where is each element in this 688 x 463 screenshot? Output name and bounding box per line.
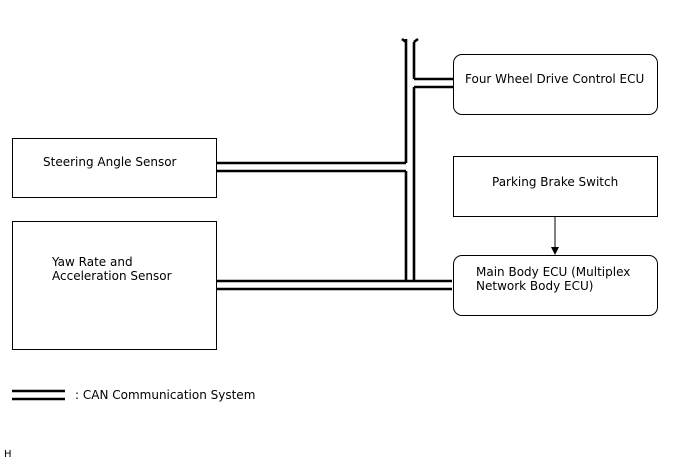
corner-mark: H bbox=[4, 449, 12, 460]
parking-brake-switch-label: Parking Brake Switch bbox=[492, 175, 619, 189]
can-wire-4wd-ecu bbox=[414, 77, 453, 89]
four-wheel-drive-ecu-box: Four Wheel Drive Control ECU bbox=[453, 54, 658, 115]
main-body-ecu-label: Main Body ECU (Multiplex Network Body EC… bbox=[476, 265, 631, 293]
signal-arrow bbox=[551, 217, 559, 255]
steering-angle-sensor-box: Steering Angle Sensor bbox=[12, 138, 217, 198]
four-wheel-drive-ecu-label: Four Wheel Drive Control ECU bbox=[465, 72, 645, 86]
can-wire-steering bbox=[217, 161, 406, 173]
main-body-ecu-box: Main Body ECU (Multiplex Network Body EC… bbox=[453, 255, 658, 316]
steering-angle-sensor-label: Steering Angle Sensor bbox=[43, 155, 177, 169]
yaw-rate-sensor-box: Yaw Rate and Acceleration Sensor bbox=[12, 221, 217, 350]
can-bus-trunk bbox=[401, 37, 419, 281]
legend-can-label: : CAN Communication System bbox=[75, 388, 256, 402]
parking-brake-switch-box: Parking Brake Switch bbox=[453, 156, 658, 217]
yaw-rate-sensor-label: Yaw Rate and Acceleration Sensor bbox=[52, 255, 172, 283]
can-wire-yaw-rate bbox=[217, 279, 452, 291]
can-legend-symbol bbox=[12, 389, 65, 401]
